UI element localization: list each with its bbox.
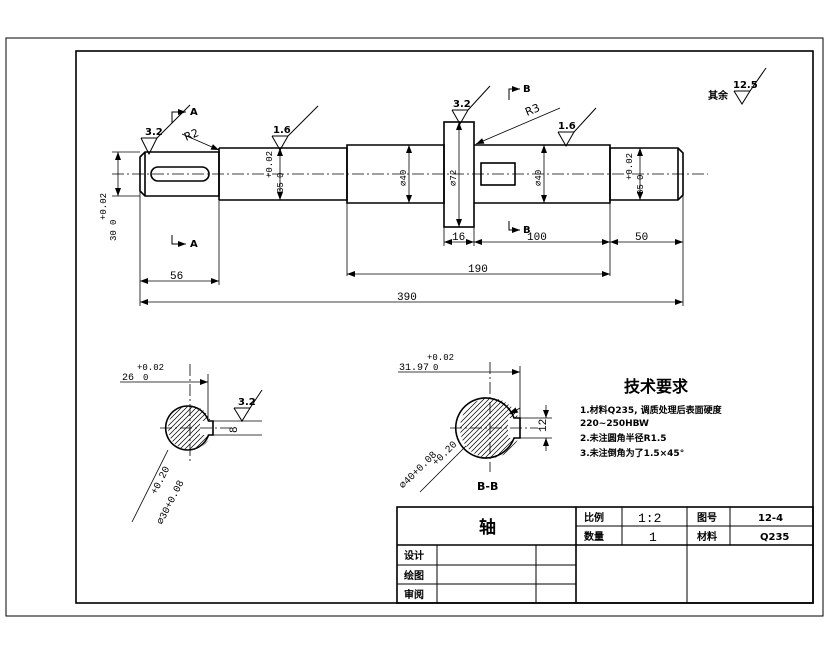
scale-label: 比例 [584, 511, 604, 524]
section-marks: A A B B [171, 84, 531, 250]
hatch-line [168, 406, 189, 450]
part-name: 轴 [479, 517, 496, 538]
section-b-dia: ⌀40+0.08 [398, 450, 440, 492]
scale-value: 1:2 [638, 511, 661, 526]
section-a-view: +0.02 26 0 3.2 8 +0.20 ⌀30+0.08 [120, 363, 263, 527]
length-100: 100 [527, 232, 547, 244]
dia-35-left-value: 35 [276, 182, 286, 193]
material-label: 材料 [697, 530, 717, 543]
draw-label: 绘图 [404, 569, 424, 582]
radius-r3: R3 [523, 101, 541, 119]
section-a-key-width: 8 [229, 426, 241, 433]
requirements-line-1b: 220~250HBW [580, 419, 649, 429]
roughness-symbols: 3.2 1.6 3.2 1.6 其余 12.5 [140, 67, 767, 156]
requirements-title: 技术要求 [624, 377, 689, 396]
review-label: 审阅 [404, 588, 424, 601]
length-dimensions: 16 100 50 56 190 390 [139, 191, 684, 306]
drawing-no-value: 12-4 [758, 513, 783, 524]
hatch-line [489, 398, 520, 458]
requirements-line-1: 1.材料Q235, 调质处理后表面硬度 [580, 404, 723, 416]
section-b-depth-value: 31.97 [399, 363, 429, 374]
roughness-collar: 3.2 [453, 99, 471, 110]
quantity-label: 数量 [584, 530, 604, 543]
outer-border [5, 37, 824, 617]
dia-left-tol: +0.02 [99, 193, 109, 220]
length-390: 390 [397, 292, 417, 304]
section-b-key-width: 12 [538, 419, 550, 432]
section-b-label: B-B [477, 480, 498, 493]
diameter-dimensions: +0.02 30 0 +0.02 35 0 ⌀40 ⌀72 ⌀40 +0.02 … [99, 122, 646, 241]
roughness-others-label: 其余 [708, 89, 729, 102]
title-block: 轴 比例 1:2 图号 12-4 数量 1 材料 Q235 设计 绘图 审阅 [396, 506, 814, 604]
hatch-line [494, 398, 520, 458]
section-mark-b-bottom: B [523, 225, 531, 236]
section-b-depth-base: 0 [433, 363, 438, 373]
section-b-view: +0.02 31.97 0 12 +0.20 ⌀40+0.08 B-B [398, 353, 552, 493]
dia-35-left-tol: +0.02 [265, 151, 275, 178]
section-a-depth-value: 26 [122, 373, 134, 384]
section-a-depth-base: 0 [143, 373, 148, 383]
hatch-line [460, 398, 491, 458]
dia-35-left-base: 0 [276, 173, 286, 178]
drawing-no-label: 图号 [697, 512, 717, 524]
roughness-journal-right: 1.6 [558, 121, 576, 132]
radius-r2: R2 [182, 126, 200, 144]
dia-35-right-value: 35 [636, 184, 646, 195]
dia-35-right-base: 0 [636, 175, 646, 180]
section-a-dia-tol-upper: +0.20 [150, 465, 173, 497]
roughness-keyway: 3.2 [145, 127, 163, 138]
length-190: 190 [468, 264, 488, 276]
hatch-line [193, 406, 212, 450]
dia-40-right: ⌀40 [534, 170, 544, 186]
roughness-journal-left: 1.6 [273, 125, 291, 136]
section-mark-b-top: B [523, 84, 531, 95]
design-label: 设计 [404, 549, 424, 562]
hatch-line [499, 398, 520, 458]
dia-40-left: ⌀40 [399, 170, 409, 186]
requirements-line-2: 2.未注圆角半径R1.5 [580, 432, 667, 444]
technical-requirements: 技术要求 1.材料Q235, 调质处理后表面硬度 220~250HBW 2.未注… [580, 377, 723, 459]
length-50: 50 [635, 232, 648, 244]
section-a-depth-tol: +0.02 [137, 363, 164, 373]
dia-35-right-tol: +0.02 [625, 153, 635, 180]
dia-left-value: 30 [109, 230, 119, 241]
hatch-line [519, 398, 520, 458]
roughness-others-value: 12.5 [733, 80, 758, 91]
hatch-line [460, 398, 486, 458]
shaft-front-view [112, 121, 708, 228]
quantity-value: 1 [649, 530, 657, 545]
length-16: 16 [452, 232, 465, 244]
requirements-line-3: 3.未注倒角为了1.5×45° [580, 447, 684, 459]
material-value: Q235 [760, 532, 789, 543]
hatch-line [460, 398, 481, 458]
hatch-line [168, 406, 184, 450]
section-mark-a-bottom: A [190, 239, 198, 250]
hatch-line [198, 406, 212, 450]
radius-callouts: R2 R3 [181, 101, 561, 151]
dia-left-base: 0 [109, 220, 119, 225]
section-a-roughness: 3.2 [238, 397, 256, 408]
length-56: 56 [170, 271, 183, 283]
section-b-depth-tol: +0.02 [427, 353, 454, 363]
dia-72: ⌀72 [449, 170, 459, 186]
section-mark-a-top: A [190, 107, 198, 118]
